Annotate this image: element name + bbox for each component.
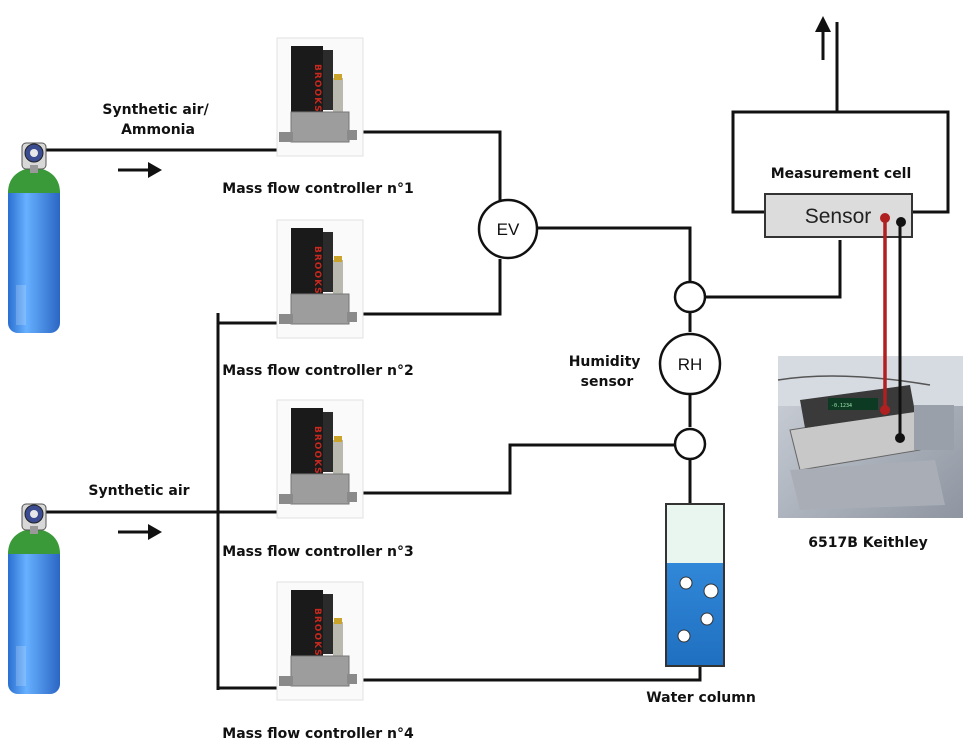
source2-label: Synthetic air	[88, 483, 189, 499]
junction-node	[673, 280, 707, 314]
measurement-cell-label: Measurement cell	[771, 166, 912, 182]
arrow-right-icon	[118, 524, 162, 540]
mfc4-label: Mass flow controller n°4	[222, 726, 414, 742]
ev-label: EV	[497, 220, 520, 239]
gas-cylinder-icon	[7, 503, 61, 695]
rh-sensor: RH	[658, 332, 722, 396]
water-column-label: Water column	[646, 690, 756, 706]
ev-valve: EV	[477, 198, 539, 260]
water-column	[665, 503, 725, 667]
mass-flow-controller-icon	[276, 581, 364, 701]
junction-node	[673, 427, 707, 461]
mass-flow-controller-icon	[276, 399, 364, 519]
mass-flow-controller-icon	[276, 37, 364, 157]
gas-cylinder-icon	[7, 142, 61, 334]
source1-label: Synthetic air/ Ammonia	[102, 102, 213, 138]
sensor-label: Sensor	[805, 205, 872, 228]
arrow-right-icon	[118, 162, 162, 178]
rh-label: RH	[678, 355, 703, 374]
pipes	[40, 22, 950, 690]
sensor-leads	[880, 213, 906, 443]
mfc1-label: Mass flow controller n°1	[222, 181, 413, 197]
mfc3-label: Mass flow controller n°3	[222, 544, 413, 560]
humidity-sensor-label: Humidity sensor	[569, 354, 646, 390]
keithley-label: 6517B Keithley	[808, 535, 928, 551]
sensor-box: Sensor	[764, 193, 913, 238]
arrow-up-icon	[815, 16, 831, 60]
mass-flow-controller-icon	[276, 219, 364, 339]
mfc2-label: Mass flow controller n°2	[222, 363, 413, 379]
svg-text:-0.1234: -0.1234	[831, 403, 852, 409]
electrometer-photo-icon: -0.1234	[777, 356, 963, 518]
